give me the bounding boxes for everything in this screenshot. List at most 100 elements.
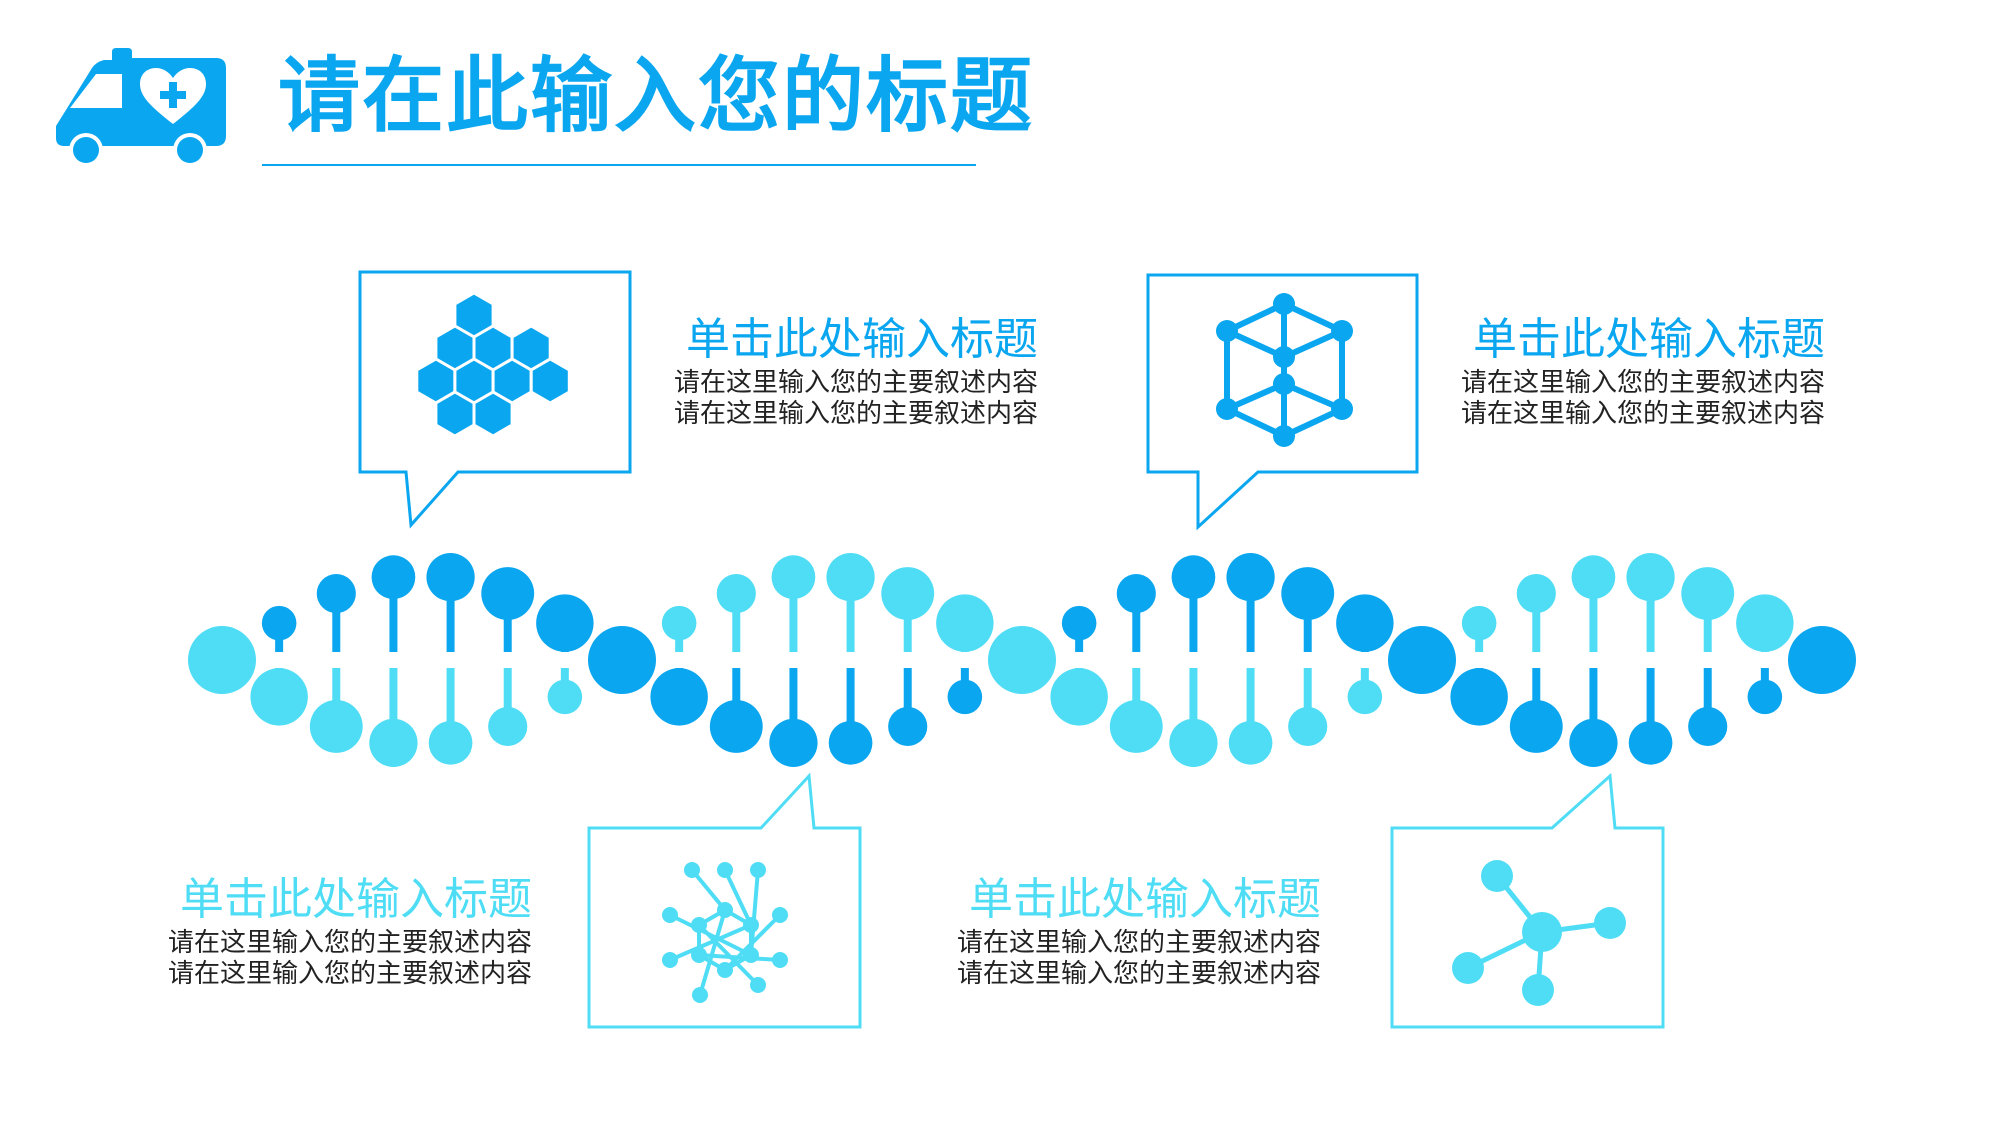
dna-node bbox=[1688, 706, 1728, 747]
dna-rung bbox=[1336, 594, 1394, 715]
page-title: 请在此输入您的标题 bbox=[278, 49, 1035, 144]
dna-junction bbox=[1388, 626, 1456, 694]
dna-node bbox=[1569, 718, 1618, 768]
dna-node bbox=[716, 573, 756, 614]
atom bbox=[717, 902, 733, 918]
atom bbox=[1522, 974, 1554, 1006]
atom bbox=[691, 917, 708, 933]
cube-node bbox=[1273, 373, 1295, 395]
dna-node bbox=[888, 706, 928, 747]
dna-node bbox=[1450, 668, 1508, 726]
dna-rung bbox=[709, 573, 763, 753]
dna-rung bbox=[1226, 552, 1275, 765]
dna-node bbox=[1628, 721, 1673, 765]
card-1-title: 单击此处输入标题 bbox=[686, 314, 1038, 365]
dna-node bbox=[428, 721, 473, 765]
dna-node bbox=[709, 700, 763, 753]
atom bbox=[772, 907, 788, 923]
atom bbox=[772, 952, 788, 968]
dna-node bbox=[547, 679, 583, 715]
dna-node bbox=[371, 555, 416, 599]
dna-node bbox=[1281, 567, 1335, 620]
atom bbox=[1452, 952, 1484, 984]
card-3-title: 单击此处输入标题 bbox=[180, 874, 532, 925]
dna-node bbox=[881, 567, 935, 620]
hexagon bbox=[434, 390, 476, 438]
card-3-line-2: 请在这里输入您的主要叙述内容 bbox=[167, 959, 532, 989]
dna-node bbox=[1228, 721, 1273, 765]
atom bbox=[691, 947, 708, 963]
dna-rung bbox=[250, 605, 308, 726]
cube-network-nodes bbox=[1216, 293, 1353, 447]
atom bbox=[684, 862, 700, 878]
speech-bubble-3 bbox=[587, 772, 862, 1029]
dna-node bbox=[1509, 700, 1563, 753]
dna-helix bbox=[188, 552, 1856, 768]
dna-rung bbox=[1450, 605, 1508, 726]
dna-rung bbox=[309, 573, 363, 753]
dna-node bbox=[828, 721, 873, 765]
card-1-line-2: 请在这里输入您的主要叙述内容 bbox=[673, 399, 1038, 429]
card-4-line-1: 请在这里输入您的主要叙述内容 bbox=[956, 928, 1321, 958]
cube-node bbox=[1273, 346, 1295, 368]
dna-rung bbox=[481, 567, 535, 747]
card-1-line-1: 请在这里输入您的主要叙述内容 bbox=[673, 368, 1038, 398]
molecule-ring-icon bbox=[662, 862, 788, 1003]
dna-node bbox=[250, 668, 308, 726]
card-3: 单击此处输入标题 请在这里输入您的主要叙述内容 请在这里输入您的主要叙述内容 bbox=[162, 872, 532, 990]
dna-node bbox=[1516, 573, 1556, 614]
cube-network-icon bbox=[1224, 301, 1345, 439]
dna-node bbox=[1171, 555, 1216, 599]
atom bbox=[662, 952, 678, 968]
card-4-title: 单击此处输入标题 bbox=[969, 874, 1321, 925]
speech-bubble-1 bbox=[358, 270, 632, 529]
dna-rung bbox=[426, 552, 475, 765]
dna-rung bbox=[1050, 605, 1108, 726]
dna-node bbox=[1116, 573, 1156, 614]
dna-junction bbox=[188, 626, 256, 694]
dna-junction bbox=[1788, 626, 1856, 694]
card-4: 单击此处输入标题 请在这里输入您的主要叙述内容 请在这里输入您的主要叙述内容 bbox=[951, 872, 1321, 990]
atom bbox=[662, 907, 678, 923]
dna-node bbox=[769, 718, 818, 768]
dna-rung bbox=[881, 567, 935, 747]
dna-node bbox=[1061, 605, 1097, 641]
dna-rung bbox=[1626, 552, 1675, 765]
dna-node bbox=[426, 552, 475, 602]
dna-node bbox=[1336, 594, 1394, 652]
dna-node bbox=[661, 605, 697, 641]
ambulance-details bbox=[69, 68, 207, 167]
atom bbox=[692, 987, 708, 1003]
atom bbox=[742, 947, 759, 963]
atom bbox=[750, 977, 766, 993]
cube-node bbox=[1273, 293, 1295, 315]
dna-node bbox=[936, 594, 994, 652]
speech-bubble-4 bbox=[1390, 772, 1665, 1029]
dna-node bbox=[536, 594, 594, 652]
dna-rung bbox=[936, 594, 994, 715]
dna-node bbox=[1571, 555, 1616, 599]
dna-node bbox=[1226, 552, 1275, 602]
dna-rung bbox=[650, 605, 708, 726]
dna-rung bbox=[536, 594, 594, 715]
speech-bubble-2 bbox=[1146, 273, 1419, 531]
dna-node bbox=[481, 567, 535, 620]
card-2: 单击此处输入标题 请在这里输入您的主要叙述内容 请在这里输入您的主要叙述内容 bbox=[1455, 312, 1825, 430]
atom bbox=[717, 962, 733, 978]
molecule-node-icon bbox=[1452, 860, 1626, 1006]
dna-node bbox=[309, 700, 363, 753]
dna-node bbox=[1736, 594, 1794, 652]
atom-hub bbox=[1522, 912, 1562, 952]
atom bbox=[750, 862, 766, 878]
dna-node bbox=[369, 718, 418, 768]
cube-node bbox=[1216, 398, 1238, 420]
cube-node bbox=[1331, 320, 1353, 342]
dna-rung bbox=[1281, 567, 1335, 747]
dna-node bbox=[1461, 605, 1497, 641]
dna-node bbox=[826, 552, 875, 602]
title-underline bbox=[262, 164, 976, 166]
dna-rung bbox=[1736, 594, 1794, 715]
card-3-line-1: 请在这里输入您的主要叙述内容 bbox=[167, 928, 532, 958]
dna-node bbox=[1050, 668, 1108, 726]
card-2-line-2: 请在这里输入您的主要叙述内容 bbox=[1460, 399, 1825, 429]
